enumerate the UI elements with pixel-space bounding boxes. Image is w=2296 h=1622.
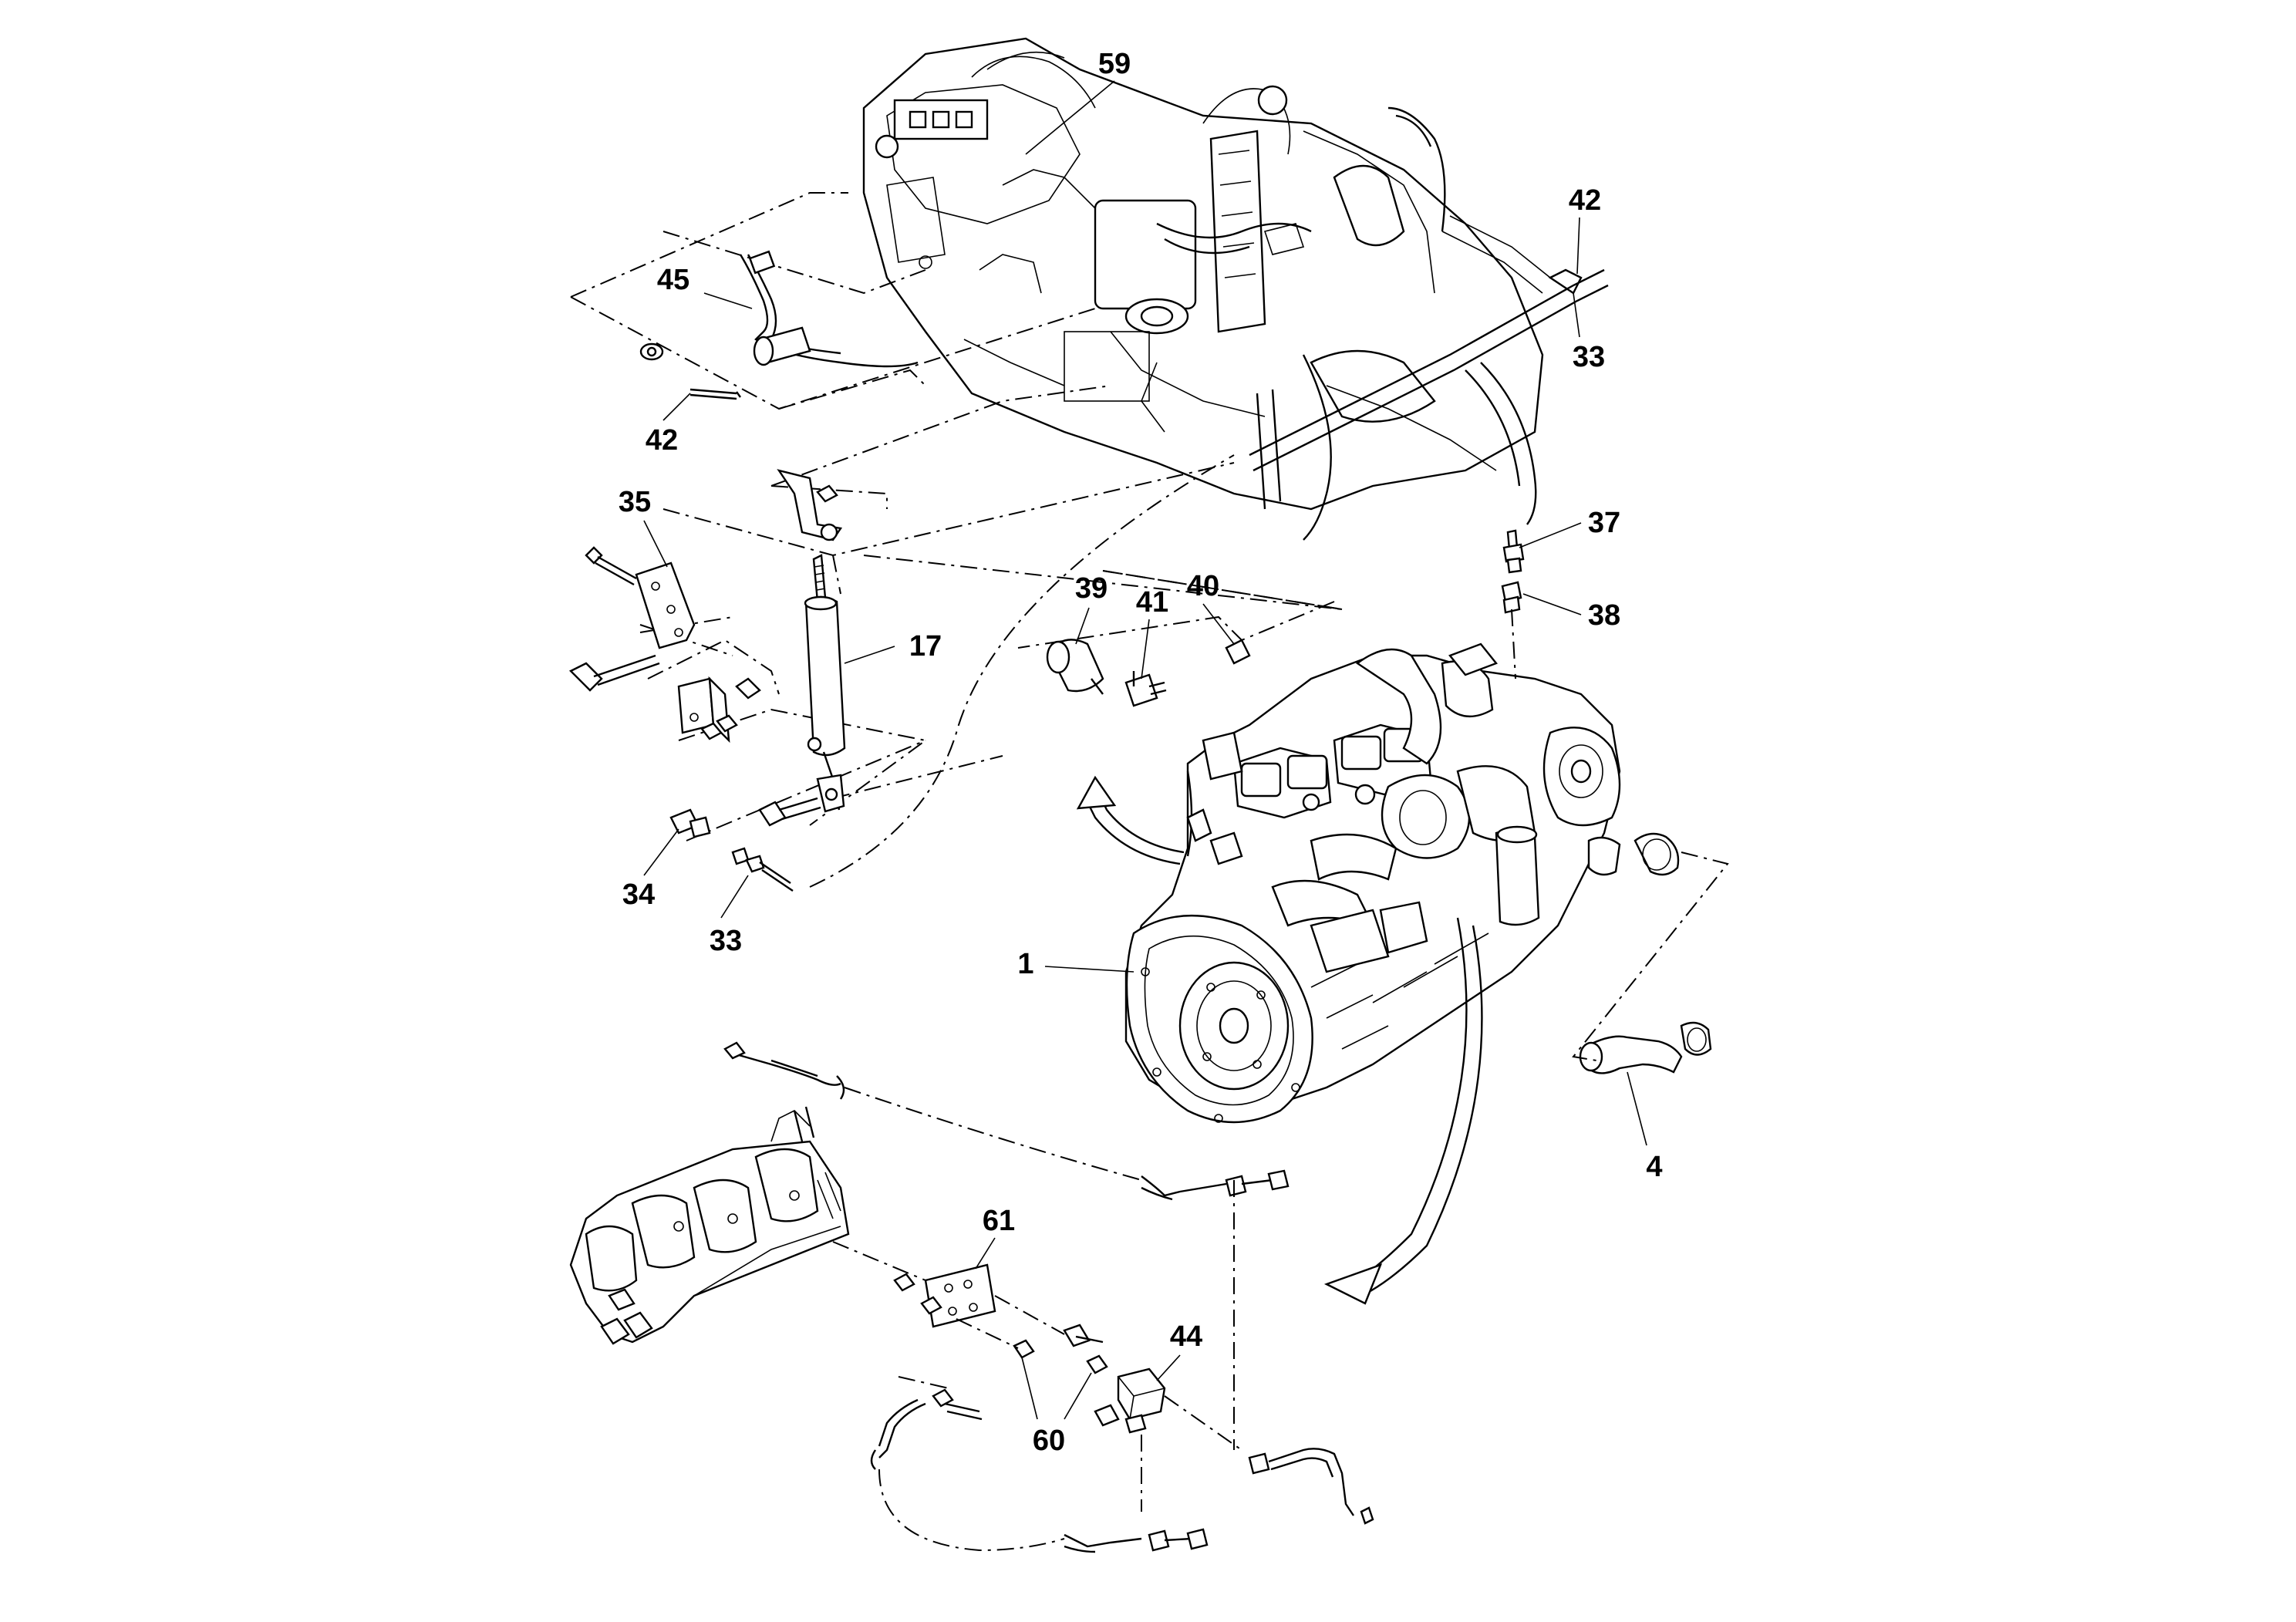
callout-35: 35 (619, 486, 651, 518)
callout-37: 37 (1588, 507, 1620, 539)
ground-cable-right (1164, 1180, 1374, 1525)
callout-34: 34 (622, 878, 655, 911)
callout-44: 44 (1170, 1320, 1202, 1353)
washers-60 (956, 1318, 1108, 1374)
hose-4 (1572, 832, 1729, 1074)
leader-37-38 (1511, 609, 1516, 679)
callout-60: 60 (1033, 1425, 1065, 1457)
callout-33-upper: 33 (1573, 341, 1605, 373)
callout-38: 38 (1588, 599, 1620, 632)
callout-17: 17 (909, 630, 942, 663)
relay-44 (1094, 1367, 1166, 1512)
fitting-34 (669, 808, 711, 838)
callout-59: 59 (1098, 48, 1131, 80)
hose-42-33-upper (1249, 268, 1609, 472)
hose-33-lower (731, 847, 794, 892)
callout-40: 40 (1187, 570, 1219, 602)
callout-1: 1 (1017, 948, 1033, 980)
callout-42-upper: 42 (1569, 184, 1601, 217)
fitting-37 (1502, 529, 1525, 574)
callout-41: 41 (1136, 586, 1168, 619)
ground-cable-upper (723, 1041, 1290, 1201)
hose-45 (739, 250, 919, 368)
main-engine-1 (1124, 642, 1621, 1124)
bracket-upper (777, 469, 843, 541)
bracket-small (677, 676, 761, 744)
rotation-arrows (1076, 775, 1483, 1305)
plate-61 (832, 1241, 1104, 1347)
callout-33-lower: 33 (710, 925, 742, 957)
callout-45: 45 (657, 264, 689, 296)
lower-engine-assembly (569, 1106, 850, 1345)
bolt-cylinder (758, 797, 821, 827)
upper-engine-assembly (862, 37, 1551, 541)
gas-strut-17 (804, 554, 846, 813)
fitting-38 (1501, 581, 1522, 614)
callout-61: 61 (983, 1205, 1015, 1237)
callout-42-lower: 42 (646, 424, 678, 457)
rod-42-left (639, 342, 741, 400)
callout-39: 39 (1075, 572, 1108, 605)
callout-4: 4 (1646, 1151, 1662, 1183)
callout-leaders (643, 80, 1647, 1420)
connector-41 (1124, 671, 1167, 707)
nut-40 (1225, 639, 1251, 665)
callout-labels: 59 42 33 45 42 35 17 34 33 39 41 40 37 3… (619, 48, 1663, 1457)
sensor-39 (1046, 639, 1104, 695)
ground-cable-lower (870, 1376, 1209, 1553)
bracket-35 (568, 546, 696, 692)
